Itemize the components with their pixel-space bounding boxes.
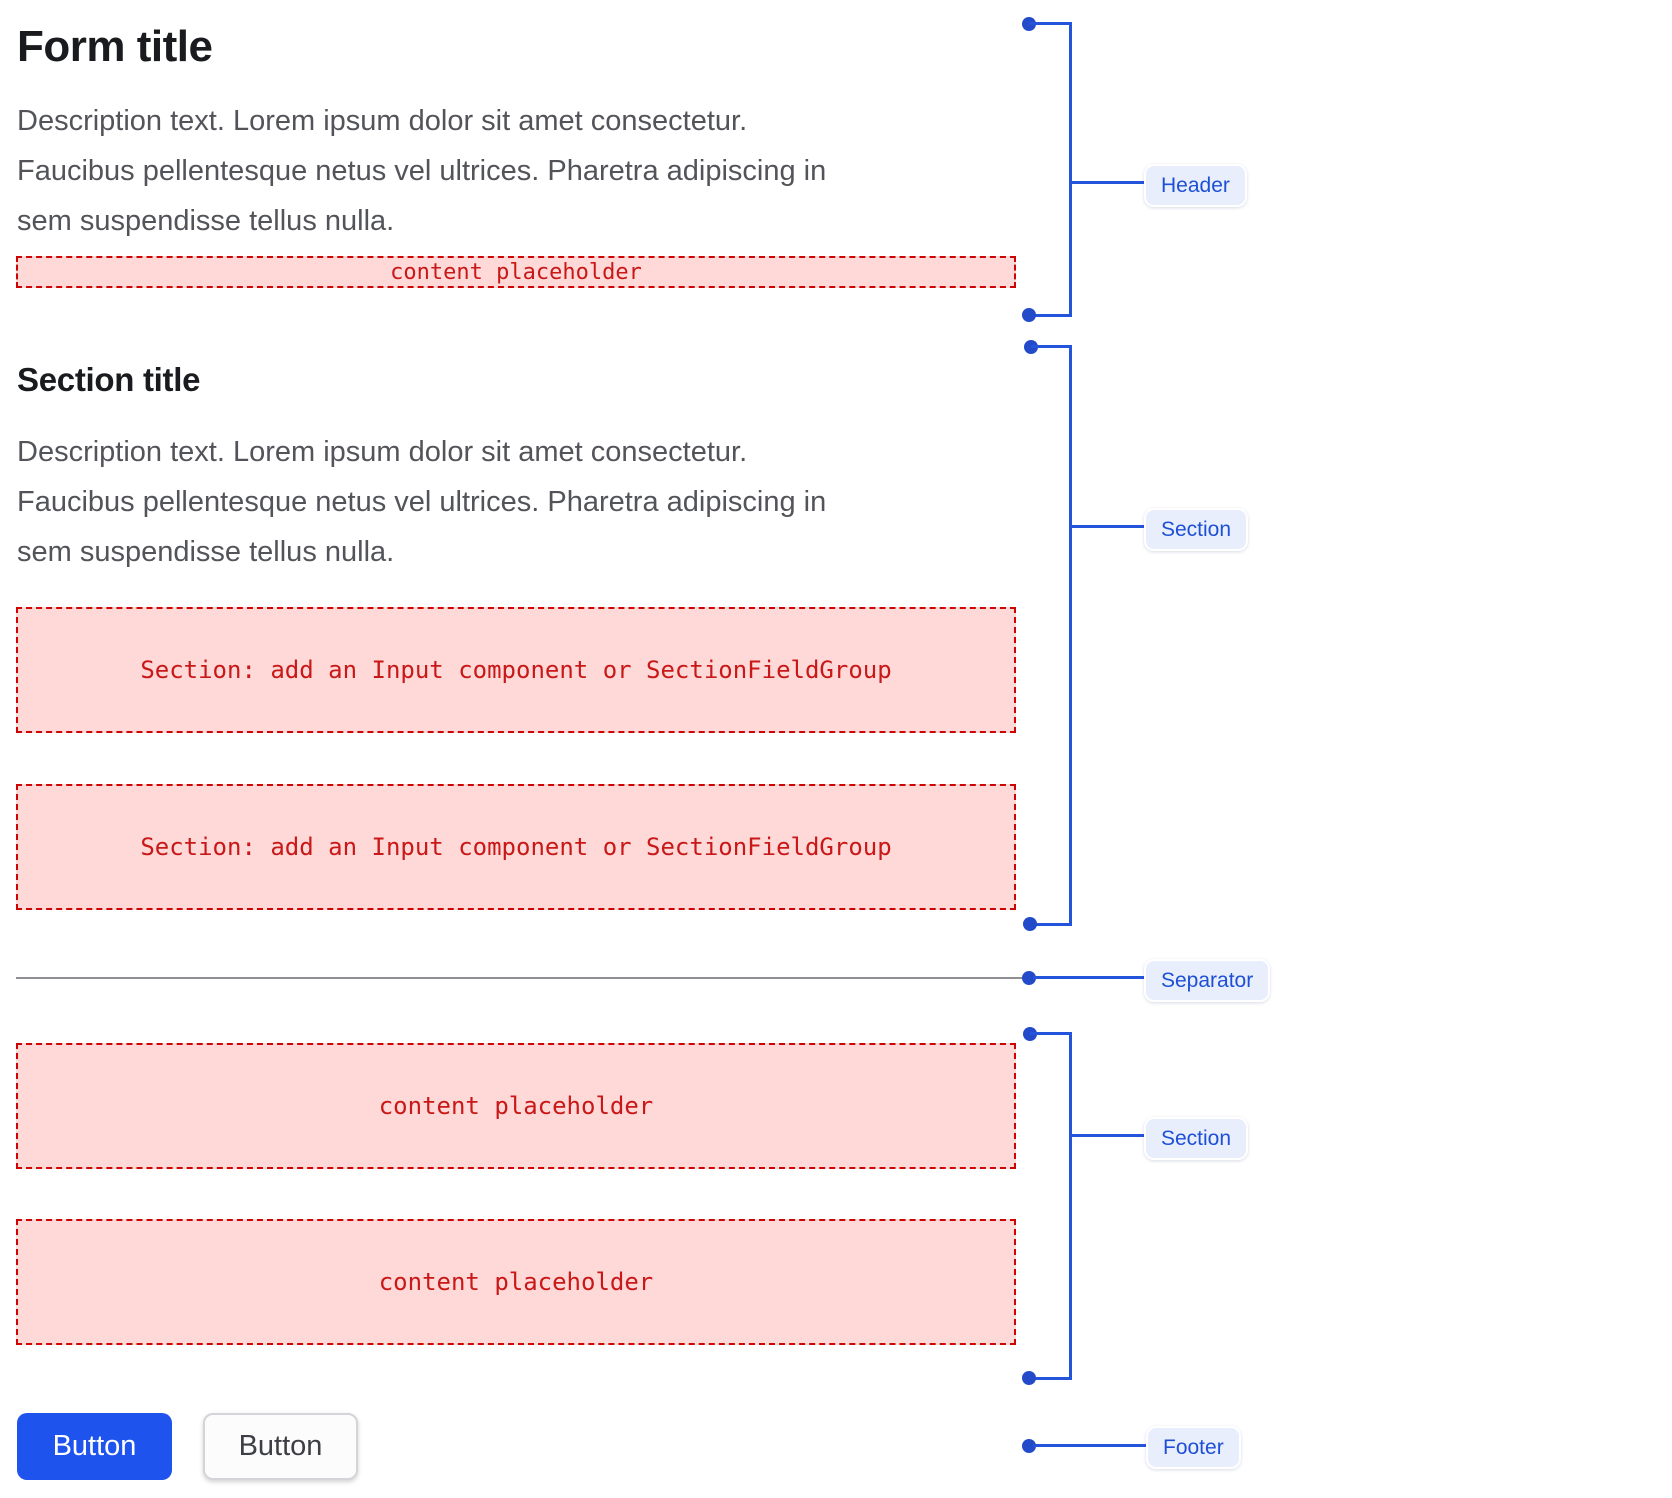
separator-annotation-label: Separator <box>1144 959 1271 1002</box>
secondary-button[interactable]: Button <box>203 1413 358 1480</box>
section2-bracket-bottom-stub <box>1029 1377 1072 1380</box>
section-field-placeholder-2: Section: add an Input component or Secti… <box>16 784 1016 910</box>
content-placeholder-2: content placeholder <box>16 1219 1016 1345</box>
header-annotation-label: Header <box>1144 164 1247 207</box>
section-title: Section title <box>17 361 201 398</box>
section2-bracket-vertical-line <box>1069 1032 1072 1380</box>
section1-bracket-bottom-stub <box>1030 923 1072 926</box>
section1-bracket-vertical-line <box>1069 345 1072 926</box>
form-description: Description text. Lorem ipsum dolor sit … <box>17 105 827 237</box>
section-description: Description text. Lorem ipsum dolor sit … <box>17 436 827 568</box>
section1-bracket-top-stub <box>1031 345 1072 348</box>
section1-annotation-label: Section <box>1144 508 1249 551</box>
footer-annotation-label: Footer <box>1146 1426 1241 1469</box>
header-bracket-bottom-dot <box>1022 308 1036 322</box>
section1-label-connector <box>1072 525 1144 528</box>
footer-label-connector <box>1033 1444 1146 1447</box>
header-bracket-bottom-stub <box>1029 314 1072 317</box>
header-content-placeholder: content placeholder <box>16 256 1016 288</box>
separator-label-connector <box>1033 976 1144 979</box>
form-title: Form title <box>17 22 213 71</box>
section2-bracket-top-stub <box>1030 1032 1072 1035</box>
primary-button[interactable]: Button <box>17 1413 172 1480</box>
header-bracket-top-stub <box>1029 22 1072 25</box>
footer-dot <box>1022 1439 1036 1453</box>
separator-dot <box>1022 971 1036 985</box>
content-placeholder-1: content placeholder <box>16 1043 1016 1169</box>
section2-bracket-bottom-dot <box>1022 1371 1036 1385</box>
section1-bracket-bottom-dot <box>1023 917 1037 931</box>
separator-line <box>16 977 1023 979</box>
section-field-placeholder-1: Section: add an Input component or Secti… <box>16 607 1016 733</box>
section2-label-connector <box>1072 1134 1144 1137</box>
header-label-connector <box>1072 181 1144 184</box>
section2-annotation-label: Section <box>1144 1117 1249 1160</box>
header-bracket-vertical-line <box>1069 22 1072 317</box>
